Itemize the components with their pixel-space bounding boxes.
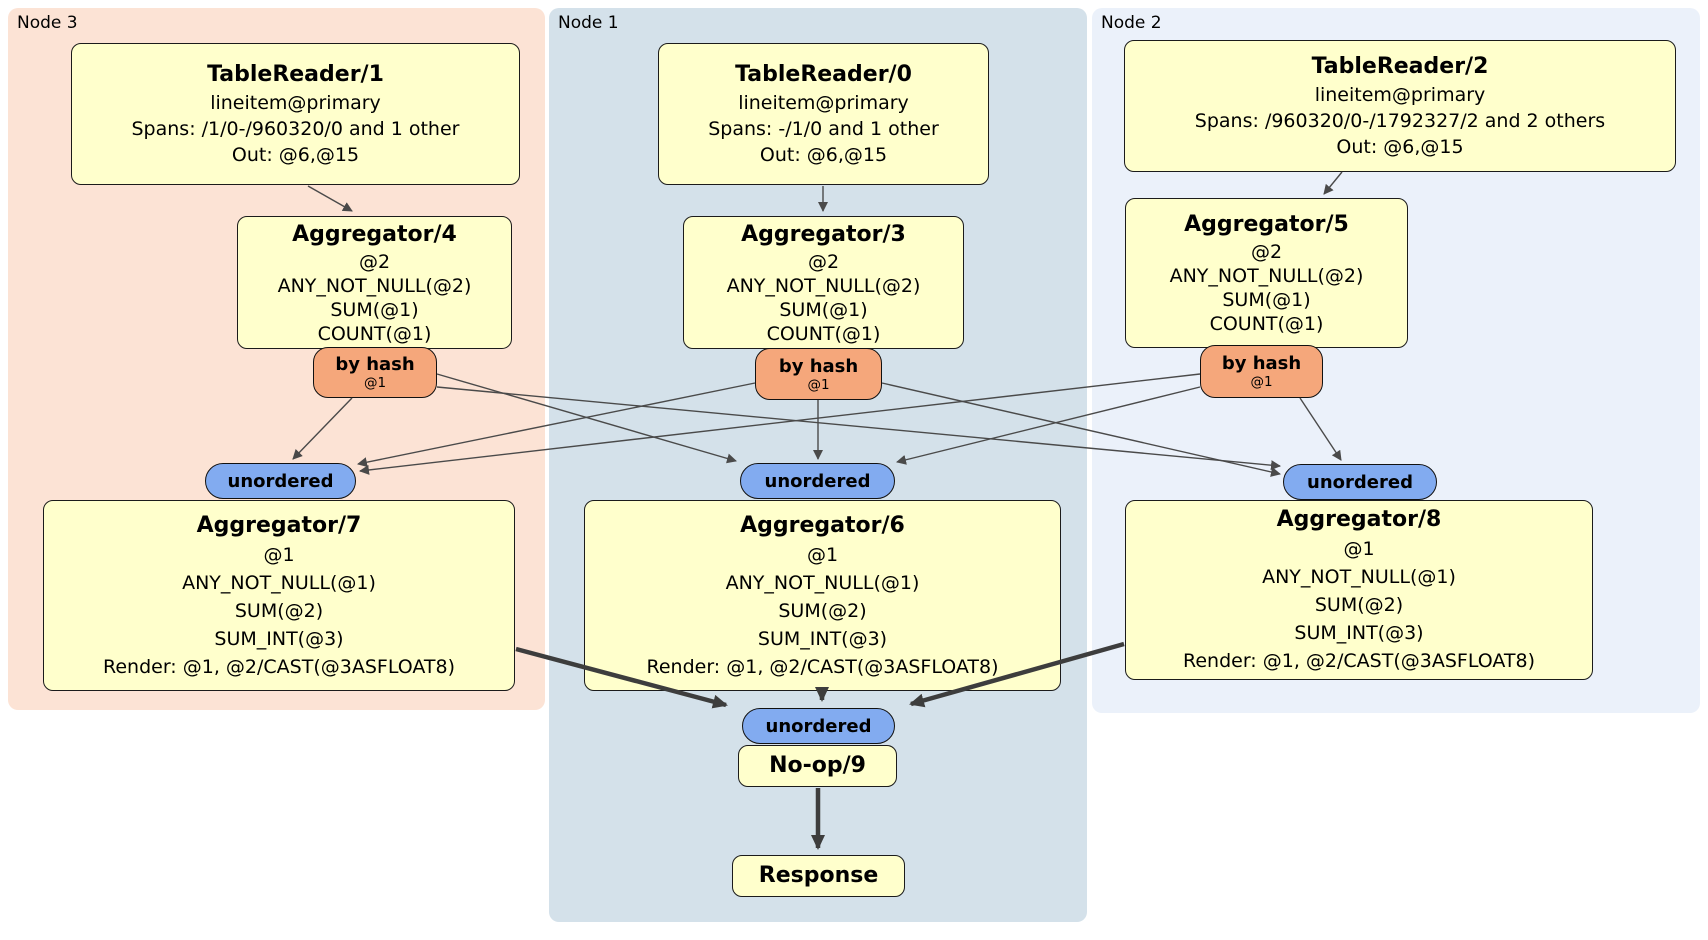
processor-title: TableReader/0 [735, 62, 912, 87]
processor-tablereader-2: TableReader/2 lineitem@primary Spans: /9… [1124, 40, 1676, 172]
processor-detail: Spans: /1/0-/960320/0 and 1 other [131, 118, 460, 140]
processor-detail: Out: @6,@15 [231, 144, 360, 166]
router-detail: @1 [1250, 374, 1273, 390]
processor-detail: SUM(@2) [778, 599, 867, 622]
processor-detail: COUNT(@1) [1209, 313, 1324, 335]
node-region-label: Node 1 [558, 13, 619, 33]
node-region-label: Node 3 [17, 13, 78, 33]
router-label: by hash [335, 354, 415, 375]
processor-detail: SUM_INT(@3) [757, 627, 888, 650]
processor-detail: SUM(@2) [1314, 594, 1404, 616]
processor-detail: Render: @1, @2/CAST(@3ASFLOAT8) [1183, 650, 1535, 672]
processor-detail: COUNT(@1) [317, 322, 432, 345]
processor-aggregator-4: Aggregator/4 @2 ANY_NOT_NULL(@2) SUM(@1)… [237, 216, 512, 349]
sync-unordered-node3: unordered [205, 463, 356, 499]
processor-aggregator-6: Aggregator/6 @1 ANY_NOT_NULL(@1) SUM(@2)… [584, 500, 1061, 691]
processor-detail: ANY_NOT_NULL(@1) [1262, 566, 1456, 588]
processor-detail: SUM(@1) [1222, 289, 1311, 311]
processor-detail: @2 [1250, 241, 1283, 263]
node-region-label: Node 2 [1101, 13, 1162, 33]
sync-unordered-node2: unordered [1283, 464, 1437, 500]
processor-detail: @1 [1343, 538, 1375, 560]
router-label: by hash [1221, 353, 1302, 374]
processor-detail: ANY_NOT_NULL(@2) [726, 274, 921, 297]
sync-label: unordered [227, 470, 334, 492]
processor-detail: SUM_INT(@3) [1294, 622, 1424, 644]
sync-label: unordered [764, 470, 871, 492]
processor-aggregator-7: Aggregator/7 @1 ANY_NOT_NULL(@1) SUM(@2)… [43, 500, 515, 691]
processor-detail: Spans: /960320/0-/1792327/2 and 2 others [1194, 110, 1606, 132]
router-detail: @1 [363, 375, 387, 391]
processor-title: TableReader/2 [1311, 54, 1489, 79]
processor-detail: lineitem@primary [210, 92, 381, 114]
processor-detail: @2 [358, 250, 391, 273]
processor-title: Aggregator/5 [1184, 212, 1349, 237]
sync-unordered-node1: unordered [740, 463, 895, 499]
processor-title: Aggregator/6 [740, 512, 905, 538]
processor-detail: Render: @1, @2/CAST(@3ASFLOAT8) [646, 655, 999, 678]
processor-noop-9: No-op/9 [738, 745, 897, 787]
processor-aggregator-8: Aggregator/8 @1 ANY_NOT_NULL(@1) SUM(@2)… [1125, 500, 1593, 680]
processor-detail: @1 [806, 543, 839, 566]
processor-detail: @1 [263, 543, 295, 566]
processor-title: No-op/9 [769, 753, 866, 778]
processor-aggregator-3: Aggregator/3 @2 ANY_NOT_NULL(@2) SUM(@1)… [683, 216, 964, 349]
processor-aggregator-5: Aggregator/5 @2 ANY_NOT_NULL(@2) SUM(@1)… [1125, 198, 1408, 348]
processor-detail: SUM_INT(@3) [214, 627, 344, 650]
router-by-hash-node3: by hash @1 [313, 347, 437, 398]
router-by-hash-node1: by hash @1 [755, 348, 882, 400]
processor-tablereader-0: TableReader/0 lineitem@primary Spans: -/… [658, 43, 989, 185]
processor-tablereader-1: TableReader/1 lineitem@primary Spans: /1… [71, 43, 520, 185]
sync-unordered-final: unordered [742, 708, 895, 744]
sync-label: unordered [1307, 471, 1413, 493]
processor-detail: SUM(@2) [234, 599, 324, 622]
processor-title: Aggregator/4 [292, 221, 457, 247]
router-by-hash-node2: by hash @1 [1200, 345, 1323, 398]
processor-detail: Render: @1, @2/CAST(@3ASFLOAT8) [103, 655, 455, 678]
response-box: Response [732, 855, 905, 897]
processor-detail: SUM(@1) [779, 298, 868, 321]
processor-detail: ANY_NOT_NULL(@1) [725, 571, 920, 594]
processor-detail: Out: @6,@15 [1336, 136, 1464, 158]
processor-detail: @2 [807, 250, 840, 273]
processor-title: TableReader/1 [207, 62, 384, 87]
processor-detail: ANY_NOT_NULL(@2) [277, 274, 472, 297]
processor-detail: SUM(@1) [330, 298, 419, 321]
processor-title: Response [758, 863, 879, 888]
processor-title: Aggregator/3 [741, 221, 906, 247]
processor-detail: ANY_NOT_NULL(@2) [1169, 265, 1364, 287]
processor-detail: Out: @6,@15 [759, 144, 888, 166]
router-label: by hash [778, 355, 859, 377]
sync-label: unordered [765, 715, 872, 737]
processor-title: Aggregator/8 [1276, 507, 1442, 532]
processor-detail: ANY_NOT_NULL(@1) [182, 571, 376, 594]
processor-detail: lineitem@primary [738, 92, 909, 114]
router-detail: @1 [807, 376, 830, 393]
processor-detail: Spans: -/1/0 and 1 other [708, 118, 939, 140]
processor-detail: lineitem@primary [1314, 84, 1486, 106]
processor-title: Aggregator/7 [196, 512, 362, 538]
processor-detail: COUNT(@1) [766, 322, 881, 345]
